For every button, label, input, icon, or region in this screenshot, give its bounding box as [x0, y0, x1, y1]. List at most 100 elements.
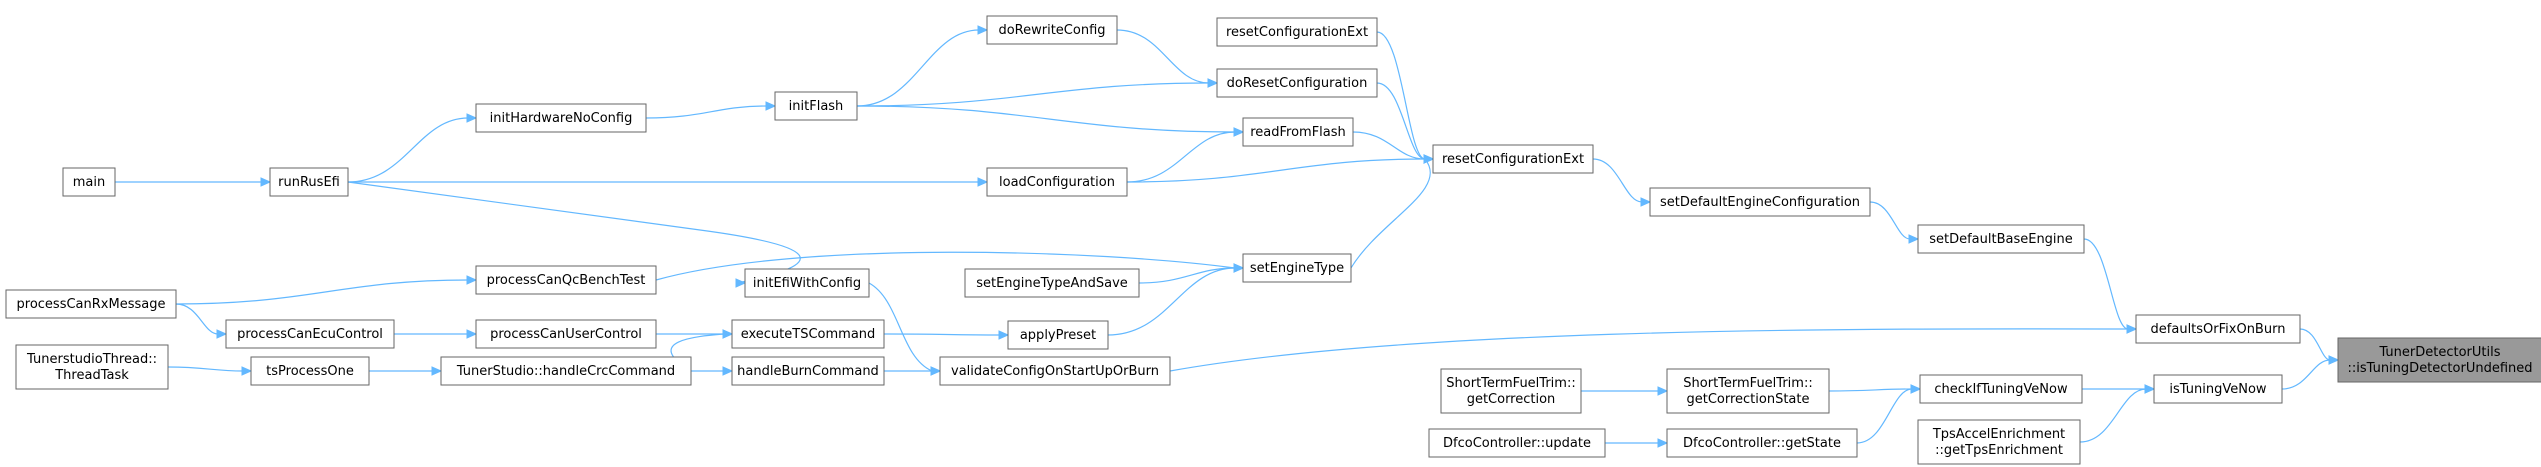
edge-line	[175, 279, 469, 305]
node-box	[1666, 428, 1858, 458]
node-doRewriteConfig[interactable]: doRewriteConfig	[986, 15, 1118, 45]
node-label: handleBurnCommand	[737, 364, 879, 379]
node-setEngineTypeAndSave[interactable]: setEngineTypeAndSave	[964, 268, 1140, 298]
node-label: processCanEcuControl	[237, 327, 383, 342]
node-box	[1242, 253, 1352, 283]
node-validateConfigOnStartUpOrBurn[interactable]: validateConfigOnStartUpOrBurn	[939, 356, 1171, 386]
node-TunerDetectorUtils[interactable]: TunerDetectorUtils::isTuningDetectorUnde…	[2337, 337, 2541, 383]
node-tsProcessOne[interactable]: tsProcessOne	[250, 356, 370, 386]
node-doResetConfiguration[interactable]: doResetConfiguration	[1216, 68, 1378, 98]
node-label: setDefaultBaseEngine	[1929, 232, 2073, 247]
node-main[interactable]: main	[62, 167, 116, 197]
node-tpsAccel[interactable]: TpsAccelEnrichment::getTpsEnrichment	[1917, 419, 2081, 465]
node-setDefaultEngineConfiguration[interactable]: setDefaultEngineConfiguration	[1649, 187, 1871, 217]
node-executeTSCommand[interactable]: executeTSCommand	[731, 319, 885, 349]
node-applyPreset[interactable]: applyPreset	[1007, 320, 1109, 350]
node-processCanQcBenchTest[interactable]: processCanQcBenchTest	[475, 265, 657, 295]
node-box	[939, 356, 1171, 386]
node-label: setEngineTypeAndSave	[976, 276, 1128, 291]
edge-line	[2281, 359, 2331, 390]
node-loadConfiguration[interactable]: loadConfiguration	[986, 167, 1128, 197]
node-label: processCanUserControl	[490, 327, 642, 342]
node-setDefaultBaseEngine[interactable]: setDefaultBaseEngine	[1917, 224, 2085, 254]
node-label: TunerStudio::handleCrcCommand	[456, 364, 675, 379]
edge-line	[1126, 158, 1426, 183]
node-stftGetCorrectionState[interactable]: ShortTermFuelTrim::getCorrectionState	[1666, 368, 1830, 414]
arrowhead-icon	[216, 329, 228, 339]
node-isTuningVeNow[interactable]: isTuningVeNow	[2153, 374, 2283, 404]
edge-resetConfigurationExt2-to-setDefaultEngineConfiguration	[1592, 158, 1652, 207]
edge-setDefaultBaseEngine-to-defaultsOrFixOnBurn	[2083, 238, 2138, 334]
node-box	[2135, 314, 2301, 344]
edge-runRusEfi-to-loadConfiguration	[348, 177, 989, 187]
node-checkIfTuningVeNow[interactable]: checkIfTuningVeNow	[1919, 374, 2083, 404]
node-box	[475, 319, 657, 349]
node-setEngineType[interactable]: setEngineType	[1242, 253, 1352, 283]
node-readFromFlash[interactable]: readFromFlash	[1242, 117, 1354, 147]
edge-runRusEfi-to-initHardwareNoConfig	[347, 113, 478, 183]
node-label: DfcoController::getState	[1683, 436, 1841, 451]
arrowhead-icon	[998, 330, 1010, 340]
arrowhead-icon	[722, 329, 734, 339]
node-box	[5, 289, 177, 319]
node-dfcoGetState[interactable]: DfcoController::getState	[1666, 428, 1858, 458]
node-label: setDefaultEngineConfiguration	[1660, 195, 1860, 210]
node-label: validateConfigOnStartUpOrBurn	[951, 364, 1159, 379]
edge-doRewriteConfig-to-doResetConfiguration	[1116, 29, 1219, 88]
edge-line	[868, 282, 933, 372]
node-label: applyPreset	[1020, 328, 1096, 343]
node-processCanEcuControl[interactable]: processCanEcuControl	[225, 319, 395, 349]
edge-validateConfigOnStartUpOrBurn-to-defaultsOrFixOnBurn	[1169, 324, 2138, 372]
node-box	[2153, 374, 2283, 404]
node-label: resetConfigurationExt	[1226, 25, 1368, 40]
edge-line	[347, 117, 469, 183]
edge-line	[1107, 267, 1236, 336]
node-box	[731, 356, 885, 386]
node-box	[250, 356, 370, 386]
edge-applyPreset-to-setEngineType	[1107, 263, 1245, 336]
edge-initHardwareNoConfig-to-initFlash	[645, 101, 777, 119]
node-label: readFromFlash	[1250, 125, 1346, 140]
edge-line	[1126, 131, 1236, 183]
edge-resetConfigurationExt1-to-resetConfigurationExt2	[1376, 31, 1435, 164]
arrowhead-icon	[1908, 234, 1920, 244]
node-runRusEfi[interactable]: runRusEfi	[269, 167, 349, 197]
node-box	[1216, 68, 1378, 98]
node-handleCrcCommand[interactable]: TunerStudio::handleCrcCommand	[440, 356, 692, 386]
node-defaultsOrFixOnBurn[interactable]: defaultsOrFixOnBurn	[2135, 314, 2301, 344]
edge-line	[2299, 328, 2331, 361]
node-box	[1428, 428, 1606, 458]
node-initEfiWithConfig[interactable]: initEfiWithConfig	[744, 268, 870, 298]
node-initFlash[interactable]: initFlash	[774, 91, 858, 121]
edge-doResetConfiguration-to-resetConfigurationExt2	[1376, 82, 1435, 164]
node-resetConfigurationExt2[interactable]: resetConfigurationExt	[1432, 144, 1594, 174]
arrowhead-icon	[2144, 384, 2156, 394]
edge-setEngineType-to-resetConfigurationExt2	[1350, 154, 1435, 269]
node-box	[986, 15, 1118, 45]
node-resetConfigurationExt1[interactable]: resetConfigurationExt	[1216, 17, 1378, 47]
node-box	[225, 319, 395, 349]
node-processCanUserControl[interactable]: processCanUserControl	[475, 319, 657, 349]
edge-line	[1138, 267, 1236, 284]
call-graph-edges	[115, 25, 2340, 448]
node-processCanRxMessage[interactable]: processCanRxMessage	[5, 289, 177, 319]
arrowhead-icon	[2126, 324, 2138, 334]
node-label: setEngineType	[1250, 261, 1344, 276]
node-label: TunerstudioThread::	[26, 352, 157, 367]
node-dfcoUpdate[interactable]: DfcoController::update	[1428, 428, 1606, 458]
edge-line	[856, 82, 1210, 107]
edge-processCanRxMessage-to-processCanQcBenchTest	[175, 275, 478, 305]
edge-line	[167, 366, 244, 372]
node-TunerstudioThread[interactable]: TunerstudioThread::ThreadTask	[15, 344, 169, 390]
node-label: DfcoController::update	[1443, 436, 1591, 451]
node-box	[1649, 187, 1871, 217]
edge-TunerstudioThread-to-tsProcessOne	[167, 366, 253, 376]
node-initHardwareNoConfig[interactable]: initHardwareNoConfig	[475, 103, 647, 133]
edge-line	[175, 303, 219, 335]
edge-processCanRxMessage-to-processCanEcuControl	[175, 303, 228, 339]
arrowhead-icon	[466, 275, 478, 285]
node-box	[774, 91, 858, 121]
node-stftGetCorrection[interactable]: ShortTermFuelTrim::getCorrection	[1440, 368, 1582, 414]
edge-line	[1856, 388, 1913, 444]
node-handleBurnCommand[interactable]: handleBurnCommand	[731, 356, 885, 386]
